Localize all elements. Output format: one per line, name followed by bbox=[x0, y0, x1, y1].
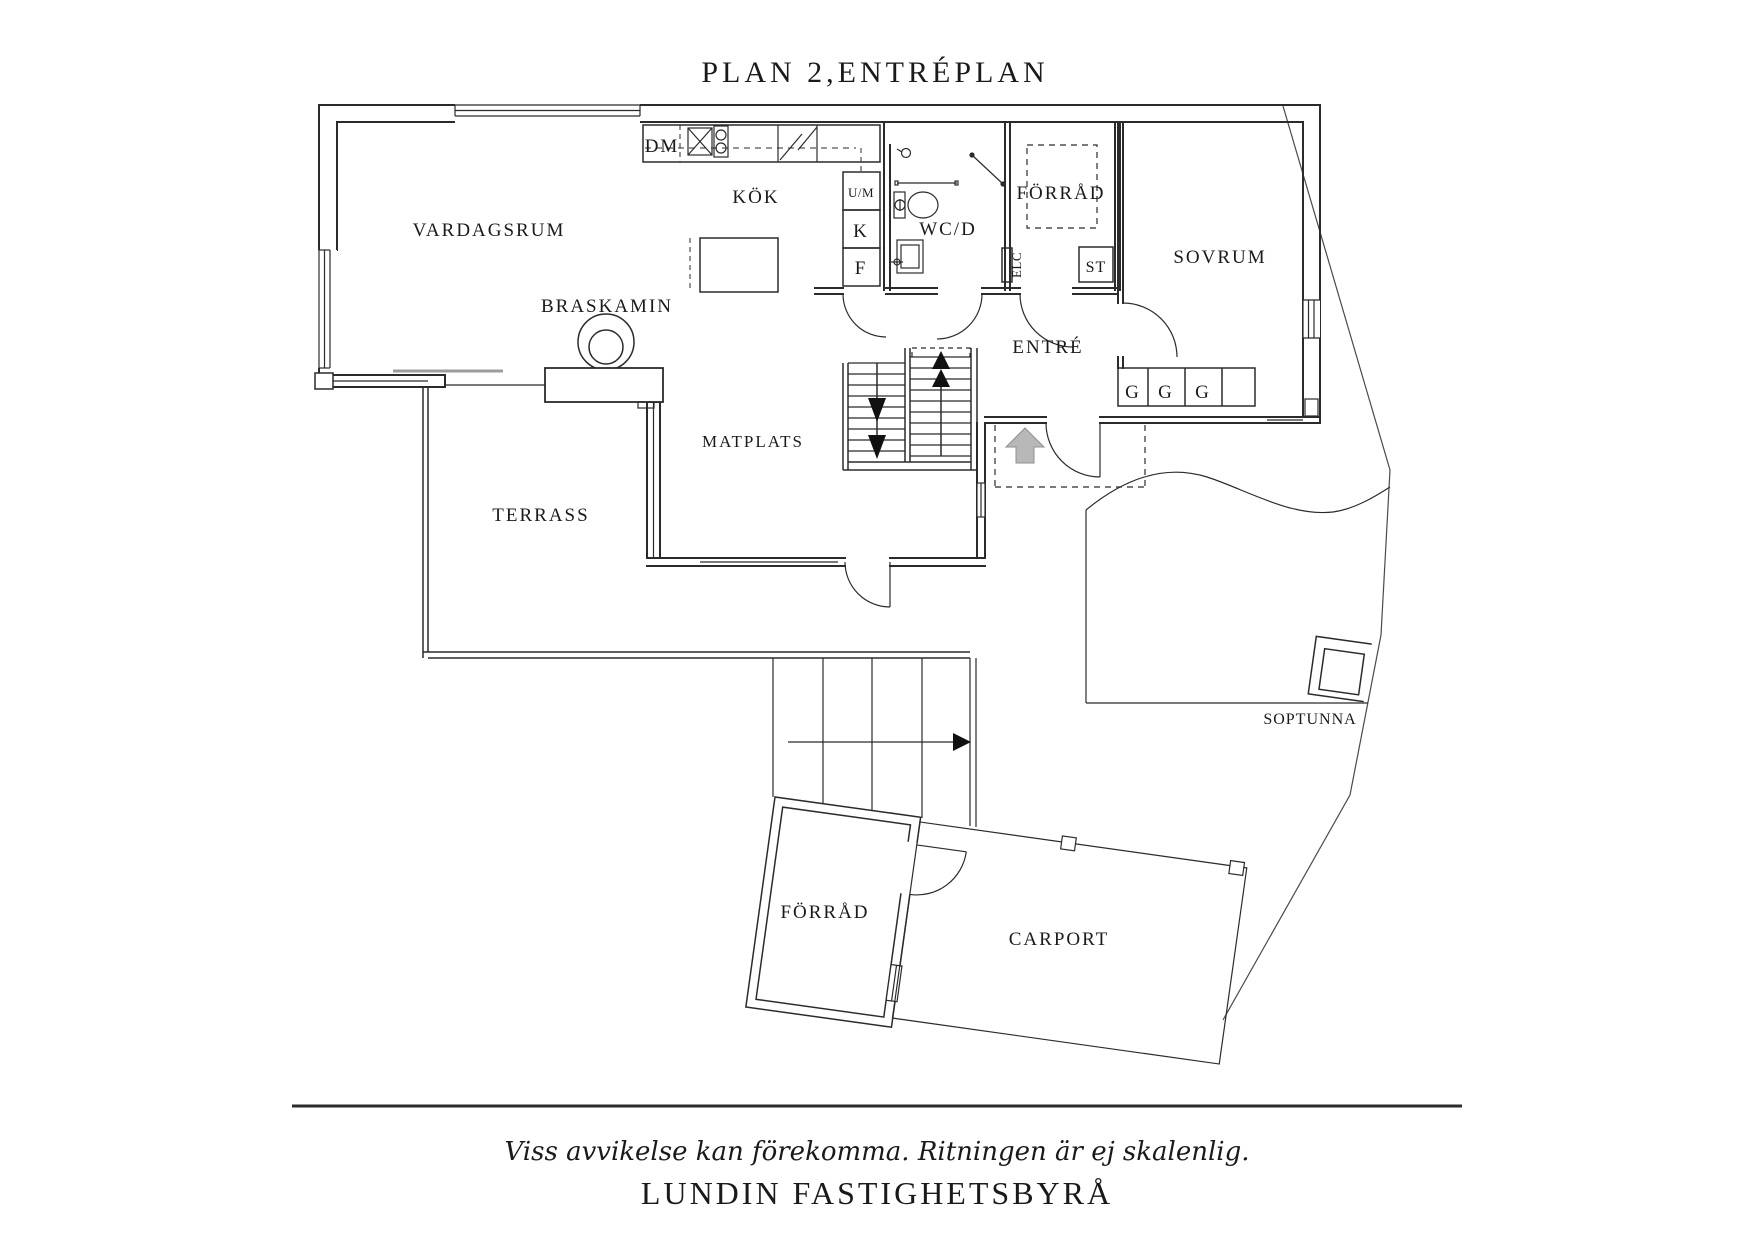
braskamin-stove-icon bbox=[544, 313, 664, 409]
label-um: U/M bbox=[848, 185, 874, 200]
label-carport: CARPORT bbox=[1009, 929, 1110, 950]
stairs-down-arrow-icon bbox=[868, 363, 886, 459]
carport-structure bbox=[891, 821, 1248, 1065]
label-dm: DM bbox=[645, 136, 680, 157]
outdoor-stairs-arrow-icon bbox=[788, 733, 971, 751]
storage-room-top bbox=[1001, 144, 1114, 283]
label-sovrum: SOVRUM bbox=[1173, 247, 1266, 268]
label-terrass: TERRASS bbox=[492, 505, 589, 526]
walls bbox=[318, 104, 1321, 567]
label-braskamin: BRASKAMIN bbox=[541, 296, 673, 317]
label-kok: KÖK bbox=[732, 187, 779, 208]
toilet-icon bbox=[893, 191, 939, 219]
appliance-cabinets bbox=[842, 171, 881, 287]
stairs bbox=[842, 347, 978, 471]
label-entre: ENTRÉ bbox=[1012, 336, 1083, 358]
kitchen-sink-icon bbox=[687, 127, 713, 156]
kitchen-island bbox=[689, 237, 779, 293]
label-f: F bbox=[855, 258, 868, 279]
kitchen-counter bbox=[642, 124, 881, 172]
windows bbox=[314, 103, 1320, 563]
storage-outbuilding bbox=[745, 796, 967, 1029]
label-g3: G bbox=[1195, 382, 1211, 403]
waste-bin-icon bbox=[1307, 635, 1372, 703]
garden-edge bbox=[1085, 471, 1391, 704]
label-st: ST bbox=[1086, 259, 1107, 276]
label-wcd: WC/D bbox=[919, 219, 977, 240]
wc-details bbox=[894, 147, 1006, 187]
stove-icon bbox=[713, 125, 729, 158]
label-vardagsrum: VARDAGSRUM bbox=[413, 220, 566, 241]
label-g1: G bbox=[1125, 382, 1141, 403]
footer-brand: LUNDIN FASTIGHETSBYRÅ bbox=[641, 1175, 1113, 1211]
wash-basin-icon bbox=[891, 239, 924, 274]
wardrobe-row bbox=[1117, 367, 1256, 407]
label-forrad-top: FÖRRÅD bbox=[1016, 183, 1105, 204]
label-k: K bbox=[853, 221, 869, 242]
outdoor-stairs bbox=[772, 658, 977, 827]
label-soptunna: SOPTUNNA bbox=[1263, 711, 1356, 728]
page-title: PLAN 2,ENTRÉPLAN bbox=[701, 56, 1048, 89]
terrace-edges bbox=[422, 387, 970, 659]
label-matplats: MATPLATS bbox=[702, 432, 804, 451]
door-arcs bbox=[842, 293, 1178, 608]
entrance-arrow-icon bbox=[1004, 427, 1046, 464]
footer-disclaimer: Viss avvikelse kan förekomma. Ritningen … bbox=[504, 1137, 1249, 1167]
stairs-up-arrow-icon bbox=[932, 351, 950, 456]
label-g2: G bbox=[1158, 382, 1174, 403]
label-elc: ELC bbox=[1009, 252, 1024, 278]
label-forrad-bottom: FÖRRÅD bbox=[780, 902, 869, 923]
plot-boundary bbox=[1222, 105, 1391, 1021]
